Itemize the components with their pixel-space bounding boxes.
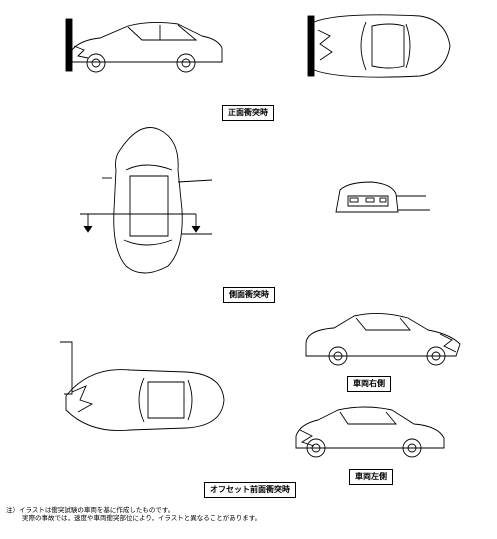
right-side-label: 車両右側 xyxy=(347,376,391,392)
offset-crash-top-view xyxy=(60,341,225,431)
right-side-damaged-car xyxy=(305,313,461,366)
side-crash-label: 側面衝突時 xyxy=(223,287,275,303)
left-side-label: 車両左側 xyxy=(349,469,393,485)
frontal-crash-label: 正面衝突時 xyxy=(222,105,274,121)
frontal-crash-top-view xyxy=(307,14,451,78)
footnote-line-1: 注）イラストは衝突試験の車両を基に作成したものです。 xyxy=(6,506,175,514)
side-crash-rear-view xyxy=(335,181,430,213)
offset-crash-label: オフセット前面衝突時 xyxy=(204,482,296,498)
frontal-crash-side-view xyxy=(65,18,223,73)
left-side-damaged-car xyxy=(295,406,445,458)
side-crash-top-view xyxy=(80,127,213,274)
footnote-line-2: 実際の事故では，速度や車両衝突部位により，イラストと異なることがあります。 xyxy=(22,514,262,522)
